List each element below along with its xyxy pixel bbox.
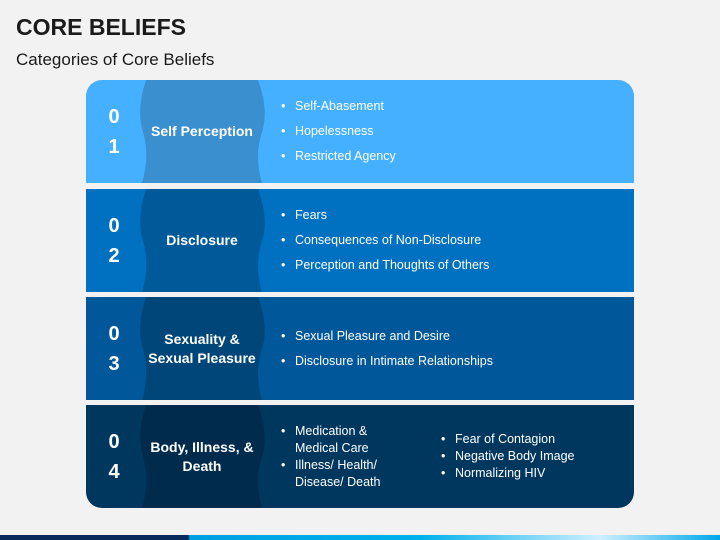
list-item: Normalizing HIV (441, 465, 575, 482)
category-row: 01 Self Perception Self-AbasementHopelessn… (86, 80, 634, 183)
list-item: Medication & Medical Care (281, 423, 390, 457)
category-label: Sexuality & Sexual Pleasure (148, 330, 256, 366)
list-item: Self-Abasement (281, 98, 396, 115)
list-item: Hopelessness (281, 123, 396, 140)
list-item: Fears (281, 207, 489, 224)
belief-list: Medication & Medical CareIllness/ Health… (281, 405, 390, 508)
category-label: Self Perception (151, 123, 253, 139)
category-panel (140, 189, 265, 292)
category-label: Disclosure (166, 232, 238, 248)
list-item: Negative Body Image (441, 448, 575, 465)
category-label: Body, Illness, & Death (150, 438, 254, 474)
list-item: Illness/ Health/ Disease/ Death (281, 457, 390, 491)
list-item: Perception and Thoughts of Others (281, 257, 489, 274)
category-row: 02 Disclosure FearsConsequences of Non-Dis… (86, 189, 634, 292)
list-item: Fear of Contagion (441, 431, 575, 448)
footer-bar (0, 535, 720, 540)
belief-list: Sexual Pleasure and DesireDisclosure in … (281, 297, 493, 400)
belief-list-2: Fear of ContagionNegative Body ImageNorm… (441, 405, 575, 508)
list-item: Restricted Agency (281, 148, 396, 165)
list-item: Sexual Pleasure and Desire (281, 328, 493, 345)
list-item: Consequences of Non-Disclosure (281, 232, 489, 249)
category-row: 04 Body, Illness, & Death Medication & Med… (86, 405, 634, 508)
list-item: Disclosure in Intimate Relationships (281, 353, 493, 370)
category-panel (140, 80, 265, 183)
category-panel (140, 405, 265, 508)
page-title: CORE BELIEFS (16, 14, 186, 40)
category-row: 03 Sexuality & Sexual Pleasure Sexual Plea… (86, 297, 634, 400)
page-subtitle: Categories of Core Beliefs (16, 50, 215, 69)
belief-list: FearsConsequences of Non-DisclosurePerce… (281, 189, 489, 292)
belief-list: Self-AbasementHopelessnessRestricted Age… (281, 80, 396, 183)
category-panel (140, 297, 265, 400)
